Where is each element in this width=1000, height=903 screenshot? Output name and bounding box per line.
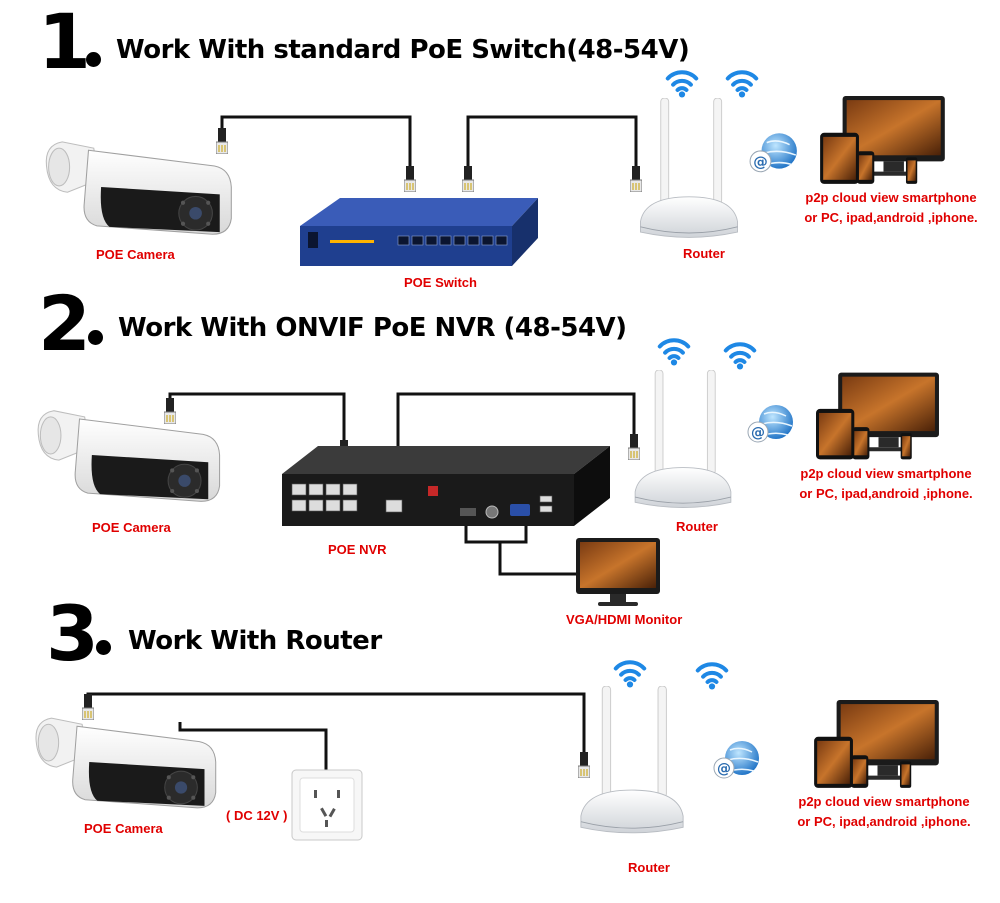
p2p-line: p2p cloud view smartphone <box>798 794 970 809</box>
poe-switch-icon <box>300 198 538 266</box>
router-icon <box>640 98 738 238</box>
wifi-icon <box>726 344 754 369</box>
step-dot <box>96 640 111 655</box>
cloud-globe-icon <box>747 404 794 443</box>
section-title: Work With ONVIF PoE NVR (48-54V) <box>118 313 627 343</box>
p2p-line: or PC, ipad,android ,iphone. <box>804 210 978 225</box>
rj45-plug-icon <box>630 166 642 192</box>
wifi-icon <box>728 72 756 97</box>
poe-camera-icon <box>37 410 221 502</box>
cloud-globe-icon <box>713 740 760 779</box>
rj45-plug-icon <box>82 694 94 720</box>
smart-devices-icon <box>820 96 945 184</box>
nvr-label: POE NVR <box>328 542 387 557</box>
ethernet-cable <box>220 115 638 172</box>
router-label: Router <box>676 519 718 534</box>
rj45-plug-icon <box>164 398 176 424</box>
switch-label: POE Switch <box>404 275 477 290</box>
wifi-icon <box>698 664 726 689</box>
router-icon <box>580 686 684 834</box>
step-number: 2 <box>38 279 91 368</box>
router-label: Router <box>628 860 670 875</box>
camera-label: POE Camera <box>92 520 171 535</box>
section-title: Work With standard PoE Switch(48-54V) <box>116 35 690 65</box>
rj45-plug-icon <box>628 434 640 460</box>
rj45-plug-icon <box>404 166 416 192</box>
monitor-label: VGA/HDMI Monitor <box>566 612 683 627</box>
vga-hdmi-monitor-icon <box>576 538 660 606</box>
p2p-line: or PC, ipad,android ,iphone. <box>799 486 973 501</box>
power-label: ( DC 12V ) <box>226 808 288 823</box>
cloud-globe-icon <box>749 132 798 173</box>
p2p-description: p2p cloud view smartphone or PC, ipad,an… <box>796 188 986 228</box>
router-label: Router <box>683 246 725 261</box>
rj45-plug-icon <box>462 166 474 192</box>
poe-nvr-icon <box>282 446 610 526</box>
step-number: 3 <box>46 589 99 678</box>
section-2-diagram <box>37 340 939 606</box>
poe-camera-icon <box>35 717 217 809</box>
wifi-icon <box>660 340 688 365</box>
p2p-line: p2p cloud view smartphone <box>800 466 972 481</box>
p2p-description: p2p cloud view smartphone or PC, ipad,an… <box>788 464 984 504</box>
router-icon <box>634 370 732 508</box>
section-1-diagram <box>45 72 945 266</box>
rj45-plug-icon <box>578 752 590 778</box>
section-title: Work With Router <box>128 626 382 656</box>
section-3-diagram <box>35 662 939 841</box>
smart-devices-icon <box>814 700 939 788</box>
wifi-icon <box>668 72 696 97</box>
camera-label: POE Camera <box>96 247 175 262</box>
p2p-line: or PC, ipad,android ,iphone. <box>797 814 971 829</box>
p2p-description: p2p cloud view smartphone or PC, ipad,an… <box>786 792 982 832</box>
step-dot <box>88 330 103 345</box>
step-dot <box>86 52 101 67</box>
step-number: 1 <box>38 0 91 86</box>
p2p-line: p2p cloud view smartphone <box>805 190 977 205</box>
poe-camera-icon <box>45 141 232 235</box>
rj45-plug-icon <box>216 128 228 154</box>
smart-devices-icon <box>816 372 939 460</box>
power-outlet-icon <box>291 769 363 841</box>
camera-label: POE Camera <box>84 821 163 836</box>
wifi-icon <box>616 662 644 687</box>
